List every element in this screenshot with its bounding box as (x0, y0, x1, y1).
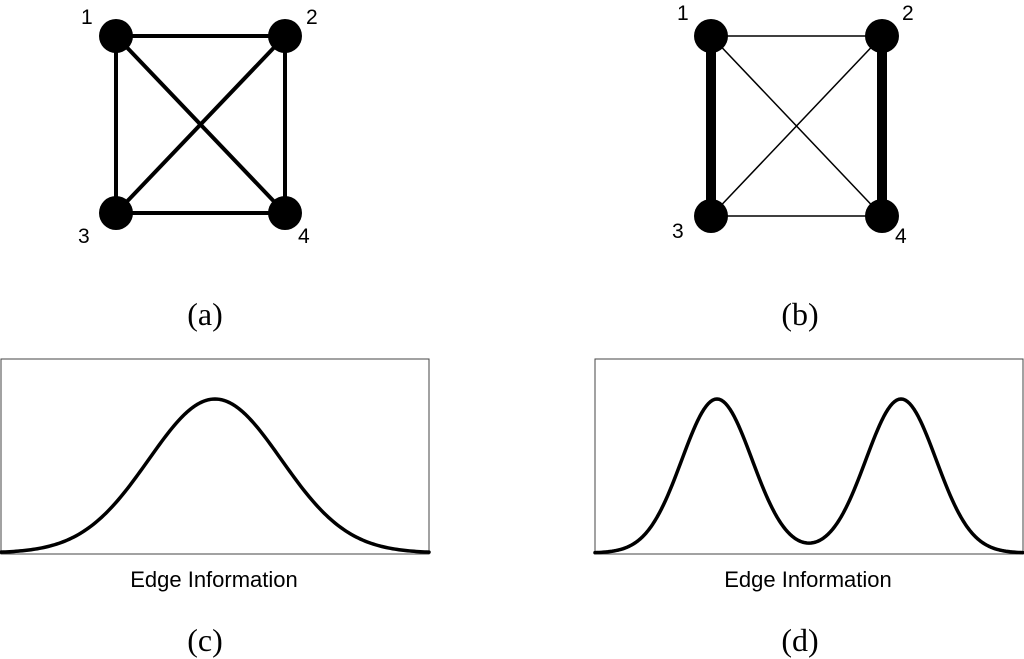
panel-c-label: (c) (187, 622, 223, 658)
panel-d-frame (594, 358, 1024, 555)
node-b-1 (694, 19, 728, 53)
node-b-4-label: 4 (895, 225, 907, 248)
panel-d-plot (593, 358, 1024, 555)
node-a-2 (268, 19, 302, 53)
panel-a-label: (a) (187, 296, 223, 332)
edge-b-2-3 (710, 35, 883, 217)
panel-a-edges (114, 34, 287, 215)
panel-d-xlabel: Edge Information (724, 567, 892, 592)
node-b-2-label: 2 (902, 2, 914, 25)
panel-d-curve (593, 397, 1024, 555)
panel-c-curve (0, 397, 431, 554)
panel-c-plot (0, 358, 431, 555)
node-a-4-label: 4 (298, 225, 310, 248)
node-a-3-label: 3 (78, 225, 90, 248)
panel-c-frame (0, 358, 430, 555)
panel-d-label: (d) (781, 622, 818, 658)
edge-a-2-3 (114, 34, 287, 215)
node-a-2-label: 2 (306, 6, 318, 29)
panel-a-graph: 1 2 3 4 (78, 6, 318, 248)
panel-c-xlabel: Edge Information (130, 567, 298, 592)
panel-b-graph: 1 2 3 4 (672, 2, 914, 248)
node-b-3 (694, 199, 728, 233)
node-a-1 (99, 19, 133, 53)
panel-b-edges (706, 35, 887, 217)
panel-a-nodes (99, 19, 302, 230)
node-b-4 (865, 199, 899, 233)
panel-b-label: (b) (781, 296, 818, 332)
panel-b-nodes (694, 19, 899, 233)
node-a-4 (268, 196, 302, 230)
node-b-3-label: 3 (672, 220, 684, 243)
node-b-1-label: 1 (677, 2, 689, 25)
node-a-1-label: 1 (81, 6, 93, 29)
node-a-3 (99, 196, 133, 230)
node-b-2 (865, 19, 899, 53)
